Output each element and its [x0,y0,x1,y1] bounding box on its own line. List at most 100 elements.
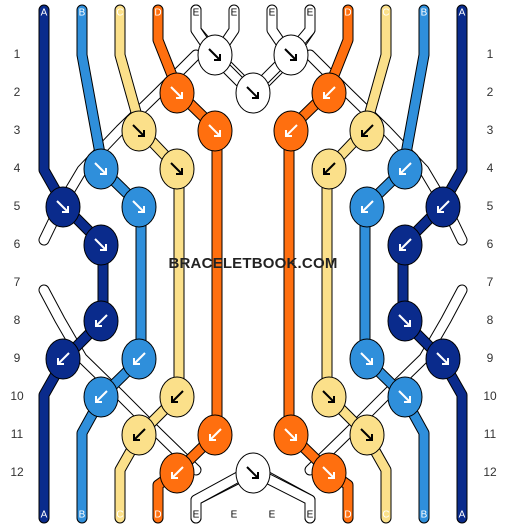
string-label: C [382,510,389,521]
knot [197,34,233,76]
row-number-left: 8 [14,313,21,327]
thread-c-right [321,4,392,524]
knot [311,72,347,114]
arrow-icon [170,162,183,175]
arrow-icon [246,466,259,479]
row-number-right: 9 [487,351,494,365]
row-number-left: 6 [14,237,21,251]
arrow-icon [94,162,107,175]
string-label: D [154,510,161,521]
arrow-icon [284,428,297,441]
arrow-icon [132,124,145,137]
arrow-icon [360,428,373,441]
knot [121,110,157,152]
watermark: BRACELETBOOK.COM [168,255,337,272]
string-label: D [154,8,161,19]
string-label: E [307,8,314,19]
arrow-icon [322,390,335,403]
threads-layer [38,4,468,524]
string-label: B [421,8,428,19]
arrow-icon [284,48,297,61]
arrow-icon [436,352,449,365]
knot [273,34,309,76]
arrow-icon [398,314,411,327]
row-number-left: 10 [10,389,24,403]
knot [121,414,157,456]
arrow-icon [437,200,450,213]
string-label: B [421,510,428,521]
arrow-icon [94,238,107,251]
arrow-icon [56,200,69,213]
row-number-right: 8 [487,313,494,327]
knot [425,186,461,228]
knot [159,376,195,418]
knot [311,452,347,494]
string-label: C [116,8,123,19]
knot [121,186,157,228]
row-number-right: 11 [484,427,497,441]
row-number-left: 1 [14,47,21,61]
knot [83,148,119,190]
arrow-icon [361,124,374,137]
string-label: E [231,510,238,521]
arrow-icon [57,352,70,365]
row-number-right: 4 [487,161,494,175]
knots-layer [45,34,461,494]
arrow-icon [398,390,411,403]
knot [45,186,81,228]
knot [349,110,385,152]
knot [273,110,309,152]
arrow-icon [246,86,259,99]
row-number-left: 12 [10,465,24,479]
arrow-icon [322,466,335,479]
row-number-right: 3 [487,123,494,137]
row-number-right: 6 [487,237,494,251]
arrow-icon [171,390,184,403]
arrow-icon [399,162,412,175]
arrow-icon [171,466,184,479]
string-label: A [41,510,48,521]
knot [235,452,271,494]
knot [349,186,385,228]
string-label: D [344,8,351,19]
arrow-icon [399,238,412,251]
knot [83,300,119,342]
string-label: E [269,8,276,19]
row-number-right: 10 [483,389,497,403]
knot [387,224,423,266]
arrow-icon [361,200,374,213]
knot [387,148,423,190]
knot [159,148,195,190]
knot [349,414,385,456]
knot [349,338,385,380]
arrow-icon [132,200,145,213]
arrow-icon [208,48,221,61]
string-label: B [79,510,86,521]
thread-b-right [359,4,430,524]
row-number-right: 1 [487,47,494,61]
row-number-right: 7 [487,275,494,289]
string-label: E [193,8,200,19]
knot [83,376,119,418]
row-number-left: 11 [11,427,24,441]
row-number-left: 4 [14,161,21,175]
knot [45,338,81,380]
row-number-right: 5 [487,199,494,213]
arrow-icon [360,352,373,365]
thread-a-right [397,4,468,524]
string-label: E [269,510,276,521]
arrow-icon [323,162,336,175]
string-label: C [382,8,389,19]
arrow-icon [285,124,298,137]
string-label: E [307,510,314,521]
row-number-right: 2 [487,85,494,99]
thread-c-left [114,4,185,524]
arrow-icon [95,314,108,327]
row-number-right: 12 [483,465,497,479]
string-label: B [79,8,86,19]
knot [311,148,347,190]
arrow-icon [208,124,221,137]
thread-b-left [76,4,147,524]
row-number-left: 2 [14,85,21,99]
